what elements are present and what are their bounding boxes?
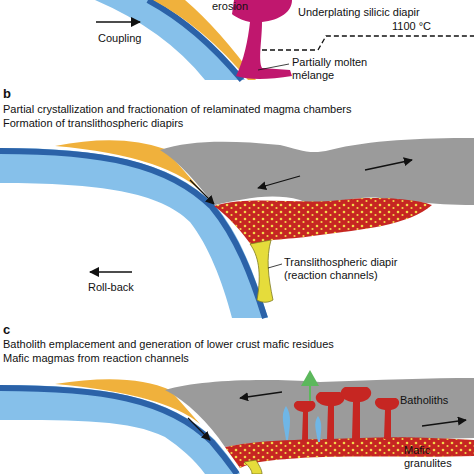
reaction-channel — [244, 460, 262, 474]
extension-arrow — [365, 160, 412, 170]
subduction-arrow — [188, 418, 210, 440]
panel-title: Formation of translithospheric diapirs — [3, 117, 183, 130]
magma-chamber-dots — [214, 198, 432, 246]
subduction-arrow — [190, 180, 214, 204]
rollback-arrow — [90, 271, 132, 273]
reaction-channel — [250, 240, 273, 302]
mafic-diapir — [315, 416, 321, 442]
isotherm — [262, 36, 474, 50]
process-label: Underplating silicic diapir — [298, 6, 420, 19]
extension-arrow — [240, 392, 282, 398]
upper-plate — [165, 378, 474, 447]
structure-label: Translithospheric diapir (reaction chann… — [284, 256, 419, 282]
panel-letter: c — [3, 322, 10, 338]
panel-title: Mafic magmas from reaction channels — [3, 352, 189, 365]
upper-plate — [160, 138, 474, 205]
extension-arrow — [258, 176, 300, 188]
temperature-label: 1100 °C — [392, 20, 431, 33]
sediment-wedge — [55, 379, 200, 424]
leader-line — [268, 264, 282, 268]
extension-arrow — [422, 420, 466, 426]
batholith — [375, 398, 399, 439]
batholith — [294, 401, 316, 441]
panel-title: Batholith emplacement and generation of … — [3, 338, 334, 351]
batholith — [341, 387, 371, 440]
process-label: erosion — [212, 0, 248, 13]
magma-chamber — [214, 198, 432, 246]
force-label: Coupling — [98, 32, 141, 45]
volcano-conduit — [309, 386, 311, 401]
structure-label: Batholiths — [400, 394, 448, 407]
structure-label: Mafic granulites — [404, 444, 474, 470]
coupling-arrow — [96, 21, 140, 23]
motion-label: Roll-back — [88, 281, 134, 294]
mafic-diapir — [283, 406, 290, 440]
material-label: Partially molten mélange — [292, 56, 392, 82]
leader-line — [258, 64, 289, 70]
volcano — [301, 370, 319, 386]
panel-letter: b — [3, 86, 11, 102]
panel-title: Partial crystallization and fractionatio… — [3, 103, 352, 116]
